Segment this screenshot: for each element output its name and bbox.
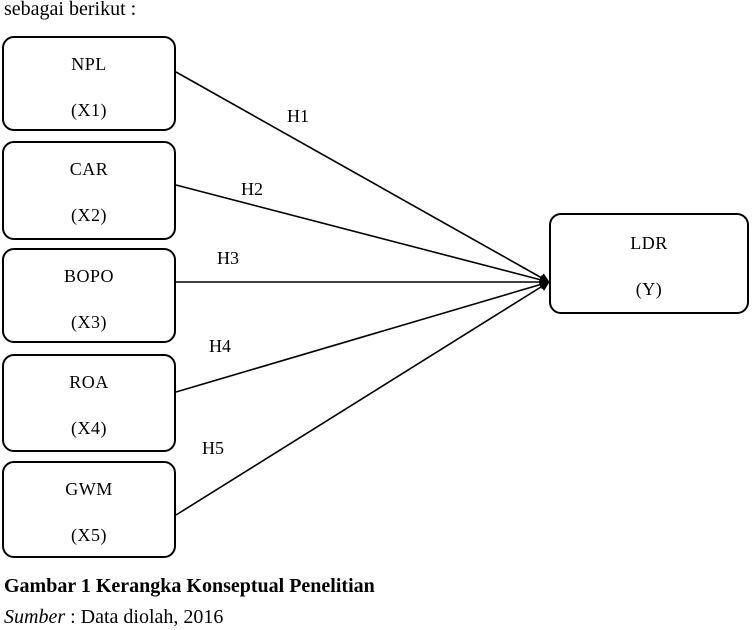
variable-code: (X5) [71,525,107,545]
source-label: Sumber [4,606,66,628]
hypothesis-label-h1: H1 [287,106,309,126]
figure-source: Sumber : Data diolah, 2016 [4,604,223,630]
variable-name: GWM [65,479,113,499]
variable-name: NPL [71,54,107,74]
arrow-h2 [175,184,550,285]
dependent-variable-name: LDR [630,233,668,253]
arrow-h4 [175,279,550,393]
variable-name: BOPO [63,266,114,286]
variable-name: CAR [69,159,109,179]
source-text: : Data diolah, 2016 [65,606,224,628]
variable-box-npl: NPL (X1) [2,36,176,131]
hypothesis-label-h5: H5 [202,438,224,458]
variable-box-ldr: LDR (Y) [549,213,749,314]
variable-box-bopo: BOPO (X3) [2,248,176,343]
hypothesis-label-h4: H4 [209,336,231,356]
arrow-h1 [175,71,550,283]
arrow-h5 [175,281,550,516]
variable-code: (X4) [71,418,107,438]
hypothesis-label-h2: H2 [241,179,263,199]
variable-code: (X3) [71,312,107,332]
variable-box-car: CAR (X2) [2,141,176,240]
variable-box-gwm: GWM (X5) [2,461,176,558]
variable-box-roa: ROA (X4) [2,354,176,452]
variable-code: (X1) [71,100,107,120]
figure-caption: Gambar 1 Kerangka Konseptual Penelitian [4,575,375,597]
intro-text: sebagai berikut : [4,0,137,20]
dependent-variable-code: (Y) [635,279,663,299]
variable-code: (X2) [71,205,107,225]
variable-name: ROA [69,372,109,392]
hypothesis-label-h3: H3 [217,248,239,268]
